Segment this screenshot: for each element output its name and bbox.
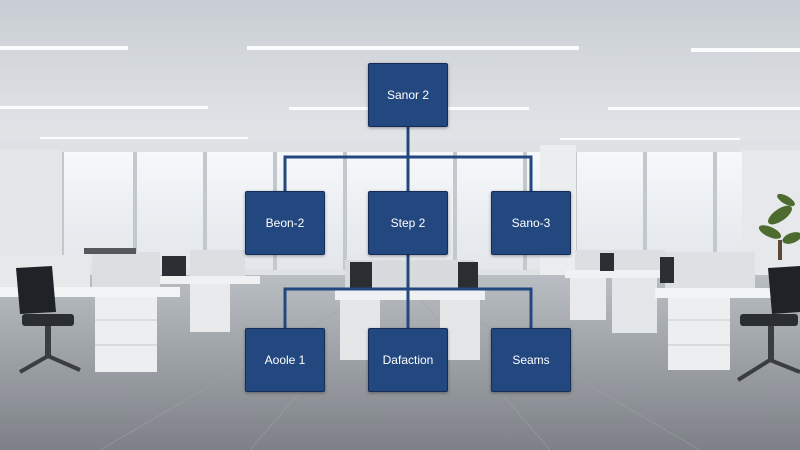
node-top-label: Sanor 2 bbox=[386, 88, 430, 102]
node-middle-right: Sano-3 bbox=[491, 191, 571, 255]
node-bottom-right-label: Seams bbox=[512, 353, 550, 367]
node-middle-right-label: Sano-3 bbox=[511, 216, 551, 230]
node-top: Sanor 2 bbox=[368, 63, 448, 127]
node-bottom-center: Dafaction bbox=[368, 328, 448, 392]
node-middle-center-label: Step 2 bbox=[390, 216, 426, 230]
right-workstations bbox=[565, 250, 800, 382]
node-middle-center: Step 2 bbox=[368, 191, 448, 255]
node-bottom-left-label: Aoole 1 bbox=[264, 353, 306, 367]
node-middle-left-label: Beon-2 bbox=[265, 216, 305, 230]
left-workstations bbox=[0, 248, 260, 374]
node-bottom-right: Seams bbox=[491, 328, 571, 392]
node-middle-left: Beon-2 bbox=[245, 191, 325, 255]
plant bbox=[758, 193, 800, 260]
node-bottom-center-label: Dafaction bbox=[382, 353, 434, 367]
node-bottom-left: Aoole 1 bbox=[245, 328, 325, 392]
